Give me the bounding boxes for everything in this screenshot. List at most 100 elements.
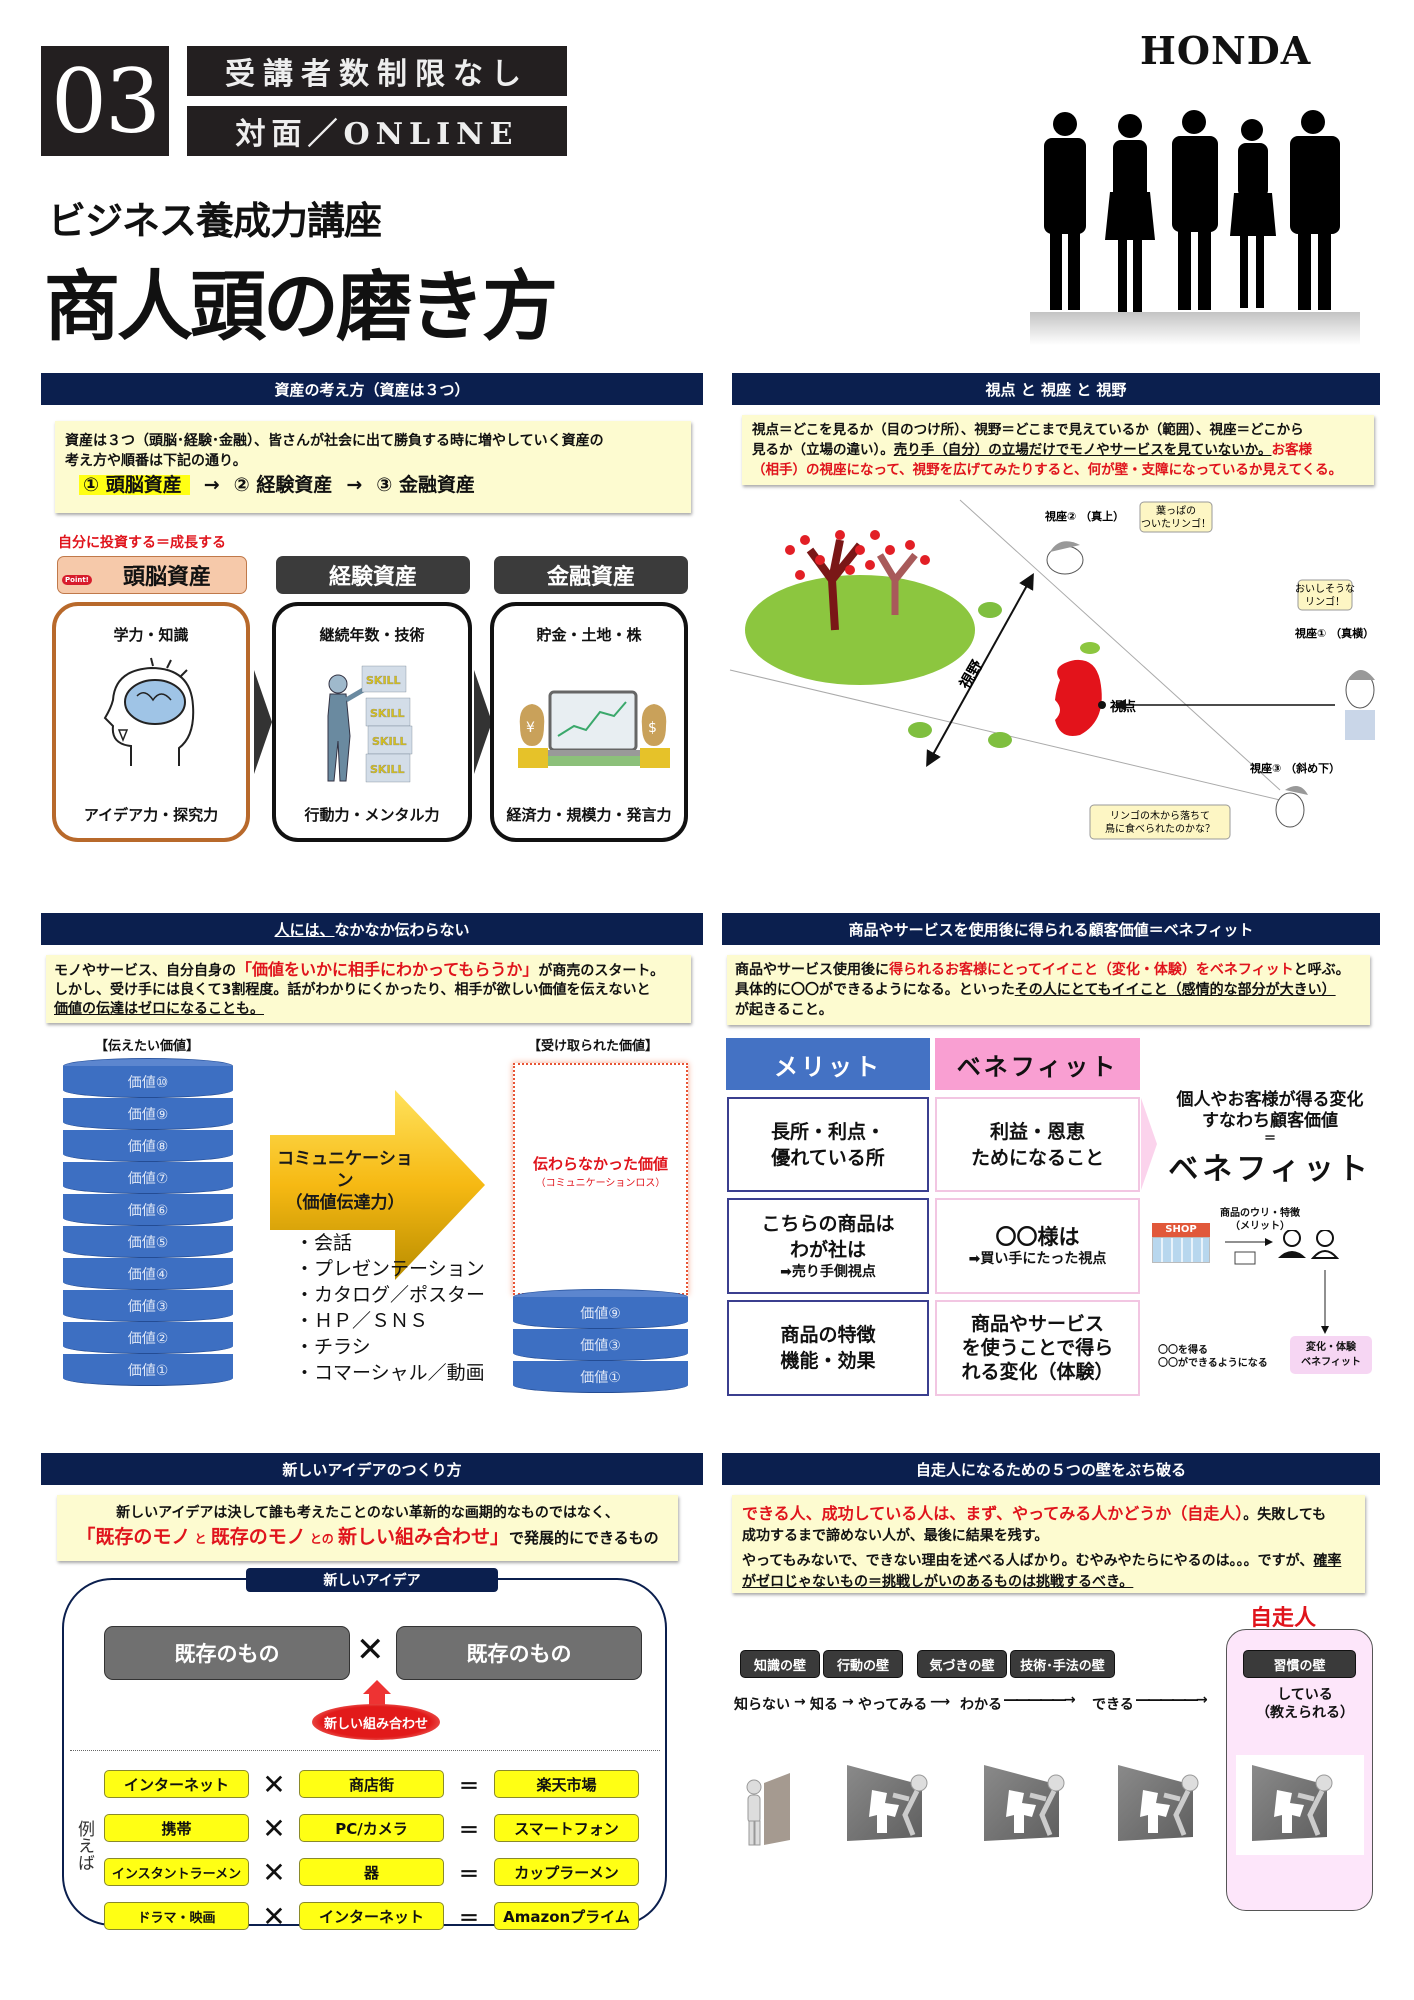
note-text: が商売のスタート。 [538,963,665,979]
result-line: 変化・体験 [1306,1342,1356,1353]
chevron-right-icon [1141,1098,1157,1190]
value-segment: 価値① [63,1354,233,1386]
benefit-summary: 個人やお客様が得る変化 すなわち顧客価値 ＝ ベネフィット [1160,1090,1380,1188]
equals-icon: ＝ [459,1905,479,1930]
new-combination-badge: 新しい組み合わせ [312,1704,440,1740]
channel-item: ・会話 [295,1232,353,1254]
left-cylinder-label: 【伝えたい価値】 [95,1039,200,1054]
svg-text:SKILL: SKILL [366,674,401,687]
arrow-up-stem [369,1694,385,1706]
new-idea-title: 新しいアイデア [246,1568,498,1592]
chevron-right-icon [474,670,492,774]
note-red: できる人、成功している人は、まず、やってみる人かどうか（自走人） [742,1504,1244,1523]
communication-label: コミュニケーション （価値伝達力） [275,1148,415,1214]
customer-icon [1278,1230,1306,1258]
example-item: 携帯 [104,1814,249,1842]
category-brain: Point! 頭脳資産 [57,556,247,594]
honda-logo: HONDA [1140,28,1312,73]
card-brain: 学力・知識 アイデア力・探究力 [52,602,250,842]
example-item: 器 [299,1858,444,1886]
brain-head-icon [103,657,195,766]
note-red: 新しい組み合わせ」 [337,1526,509,1548]
flow-step-experience: ② 経験資産 [233,474,333,496]
walls-note: できる人、成功している人は、まず、やってみる人かどうか（自走人）。失敗しても 成… [732,1495,1365,1593]
arrow-line: コミュニケーション [277,1149,413,1191]
section-bar: 人には、なかなか伝わらない [41,913,703,945]
channel-item: ・ＨＰ／ＳＮＳ [295,1310,429,1332]
summary-line: 個人やお客様が得る変化 [1176,1090,1364,1110]
course-number: 03 [41,46,169,156]
stage: やってみる [858,1697,928,1713]
times-icon: ✕ [262,1899,286,1933]
svg-text:$: $ [648,720,657,736]
section-idea: 新しいアイデアのつくり方 新しいアイデアは決して誰も考えたことのない革新的な画期… [41,1453,703,1561]
stage: 知らない [734,1697,790,1713]
category-finance: 金融資産 [494,556,688,594]
times-icon: ✕ [262,1855,286,1889]
card-experience: 継続年数・技術 SKILL SKILL SKILL SKILL 行動力・メンタル… [272,602,472,842]
benefit-cell: 商品やサービス を使うことで得ら れる変化（体験） [935,1300,1140,1396]
example-item: ドラマ・映画 [104,1902,249,1930]
right-value-cylinder: 伝わらなかった価値 （コミュニケーションロス） 価値⑨ 価値③ 価値① [513,1063,688,1401]
page-title: 商人頭の磨き方 [44,262,558,351]
assets-note: 資産は３つ（頭脳･経験･金融）、皆さんが社会に出て勝負する時に増やしていく資産の… [55,421,691,513]
example-result: スマートフォン [494,1814,639,1842]
section-bar: 商品やサービスを使用後に得られる顧客価値＝ベネフィット [722,913,1380,945]
result-benefit-box: 変化・体験 ベネフィット [1290,1336,1372,1374]
summary-equals: ＝ [1263,1131,1276,1145]
value-segment: 価値③ [63,1290,233,1322]
channel-list: ・会話 ・プレゼンテーション ・カタログ／ポスター ・ＨＰ／ＳＮＳ ・チラシ ・… [295,1230,485,1386]
value-segment: 価値④ [63,1258,233,1290]
equals-icon: ＝ [459,1861,479,1886]
seat1-label: 視座① （真横） [1294,626,1374,640]
note-line: 資産は３つ（頭脳･経験･金融）、皆さんが社会に出て勝負する時に増やしていく資産の [65,433,604,449]
wall-technique: 技術･手法の壁 [1010,1650,1115,1678]
note-text: 。失敗しても [1243,1507,1327,1523]
note-line: しかし、受け手には良くて3割程度。話がわかりにくかったり、相手が欲しい価値を伝え… [54,982,651,998]
value-segment: 価値① [513,1361,688,1393]
value-segment: 価値③ [513,1329,688,1361]
section-bar: 新しいアイデアのつくり方 [41,1453,703,1485]
tag-no-limit: 受講者数制限なし [187,46,567,96]
example-item: PC/カメラ [299,1814,444,1842]
card-top-text: 貯金・土地・株 [536,626,642,644]
person-below-icon [1275,786,1308,828]
summary-benefit: ベネフィット [1168,1152,1372,1187]
wall-awareness: 気づきの壁 [917,1650,1007,1678]
category-experience: 経験資産 [276,556,470,594]
flow-step-brain: ① 頭脳資産 [79,475,190,495]
merit-cell: 長所・利点・ 優れている所 [727,1097,929,1192]
field-of-view-label: 視野 [955,657,986,693]
seat1-bubble: おいしそうなリンゴ！ [1295,583,1355,608]
cell-sub: ➡買い手にたった視点 [968,1251,1107,1267]
times-icon: ✕ [262,1767,286,1801]
note-red: との [305,1532,338,1546]
example-row: ドラマ・映画 ✕ インターネット ＝ Amazonプライム [104,1894,644,1938]
communication-arrow-icon [270,1090,485,1280]
benefit-note: 商品やサービス使用後に得られるお客様にとってイイこと（変化・体験）をベネフィット… [727,955,1370,1025]
note-line: 成功するまで諦めない人が、最後に結果を残す。 [742,1528,1049,1544]
chevron-right-icon [254,670,272,774]
communication-note: モノやサービス、自分自身の「価値をいかに相手にわかってもらうか」が商売のスタート… [46,955,691,1023]
note-line: 考え方や順番は下記の通り。 [65,453,247,469]
benefit-flow-diagram [1225,1230,1340,1334]
example-item: インターネット [299,1902,444,1930]
note-text: で発展的にできるもの [508,1529,659,1547]
seat2-bubble: 葉っぱのついたリンゴ！ [1141,504,1211,530]
person-above-icon [1046,541,1084,575]
people-silhouettes-image [1030,110,1360,345]
wall-habit: 習慣の壁 [1243,1650,1356,1678]
arrow-right-icon: ―――――→ [1004,1692,1076,1708]
example-row: 携帯 ✕ PC/カメラ ＝ スマートフォン [104,1806,644,1850]
example-row: インスタントラーメン ✕ 器 ＝ カップラーメン [104,1850,644,1894]
example-result: Amazonプライム [494,1902,639,1930]
arrow-up-icon [363,1680,391,1694]
cell-main: こちらの商品は わが社は [761,1213,895,1261]
gain-line: 〇〇ができるようになる [1158,1358,1268,1369]
arrow-right-icon: → [842,1694,854,1710]
equals-icon: ＝ [459,1817,479,1842]
stage: わかる [960,1697,1002,1713]
diagram-merit-label: 商品のウリ・特徴 （メリット） [1210,1207,1310,1233]
viewpoint-diagram: 視野 視点 視座② （真上） 葉っぱのついたリンゴ！ おいしそうなリンゴ！ 視座… [729,499,1375,840]
bar-text: なかなか伝わらない [334,920,470,939]
